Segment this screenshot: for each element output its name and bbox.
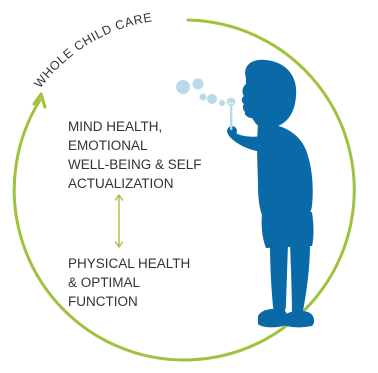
physical-health-line-2: & OPTIMAL: [68, 275, 141, 290]
mind-health-line-4: ACTUALIZATION: [68, 176, 174, 191]
ring-arrowhead-icon: [32, 92, 47, 109]
mind-health-label: MIND HEALTH, EMOTIONAL WELL-BEING & SELF…: [68, 119, 205, 191]
mind-health-line-2: EMOTIONAL: [68, 138, 148, 153]
physical-health-line-3: FUNCTION: [68, 294, 138, 309]
bubbles-icon: [176, 78, 234, 106]
physical-health-label: PHYSICAL HEALTH & OPTIMAL FUNCTION: [68, 256, 194, 309]
mind-health-line-3: WELL-BEING & SELF: [68, 157, 202, 172]
arc-title: WHOLE CHILD CARE: [32, 10, 154, 90]
physical-health-line-1: PHYSICAL HEALTH: [68, 256, 190, 271]
child-blowing-bubbles-icon: [226, 59, 315, 328]
double-headed-arrow-icon: [114, 194, 124, 248]
mind-health-line-1: MIND HEALTH,: [68, 119, 162, 134]
cycle-ring: [12, 18, 356, 362]
